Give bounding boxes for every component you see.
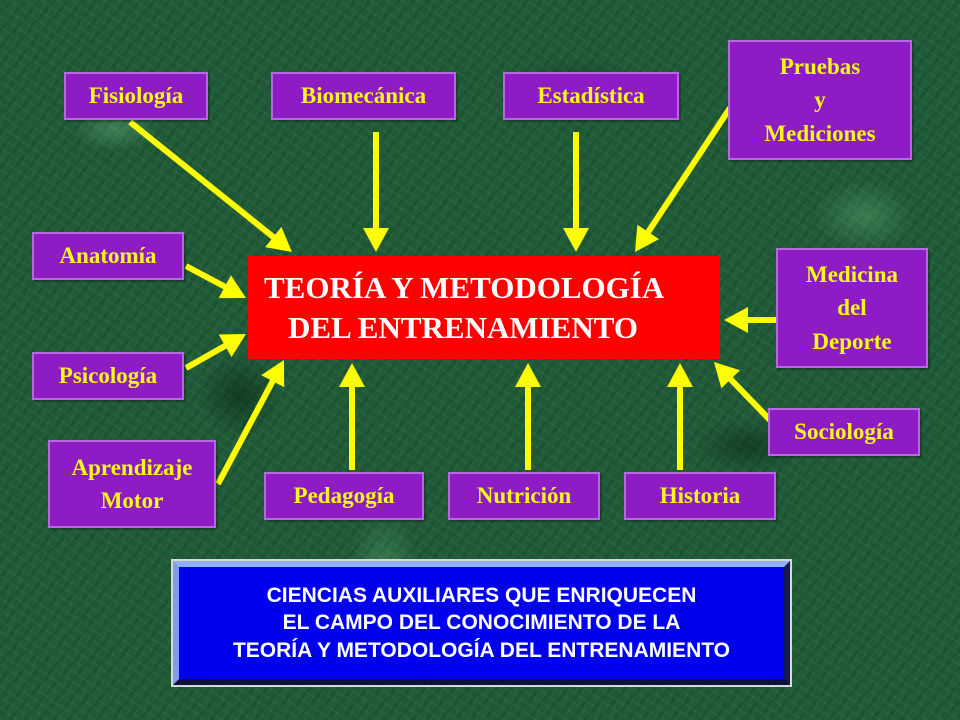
arrow-historia [667,363,693,470]
arrow-aprendizaje-head [261,360,285,388]
footer-caption-line-1: CIENCIAS AUXILIARES QUE ENRIQUECEN [266,584,697,608]
arrow-anatomia-head [218,275,246,299]
science-box-psicologia: Psicología [32,352,184,400]
science-label-mediciones: Mediciones [764,120,876,146]
footer-caption-box: CIENCIAS AUXILIARES QUE ENRIQUECEN EL CA… [173,561,790,685]
arrow-fisiologia [128,119,292,252]
science-box-sociologia: Sociología [768,408,920,456]
arrow-sociologia-shaft [727,375,773,423]
science-label-deporte: Deporte [812,328,892,354]
science-box-aprendizaje-motor: Aprendizaje Motor [48,440,216,528]
science-box-pedagogia: Pedagogía [264,472,424,520]
central-topic-box: TEORÍA Y METODOLOGÍA DEL ENTRENAMIENTO [248,256,720,359]
science-label-anatomia: Anatomía [59,243,157,269]
science-label-pruebas: Pruebas [779,53,861,79]
arrow-aprendizaje [215,360,285,486]
arrow-pedagogia-head [339,363,365,387]
science-label-sociologia: Sociología [794,419,894,445]
science-label-fisiologia: Fisiología [88,83,184,109]
arrow-biomecanica [363,132,389,252]
arrow-historia-head [667,363,693,387]
arrow-fisiologia-head [265,226,292,252]
arrow-aprendizaje-shaft [215,378,277,486]
science-box-biomecanica: Biomecánica [271,72,456,120]
arrow-pruebas [635,106,733,252]
arrow-estadistica [563,132,589,252]
footer-caption-line-2: EL CAMPO DEL CONOCIMIENTO DE LA [282,611,681,635]
arrow-psicologia [184,334,246,371]
science-label-aprendizaje: Aprendizaje [71,454,193,480]
science-label-del: del [837,295,867,321]
science-box-nutricion: Nutrición [448,472,600,520]
arrow-fisiologia-shaft [128,119,277,241]
science-box-anatomia: Anatomía [32,232,184,280]
arrow-medicina [724,307,776,333]
science-label-psicologia: Psicología [58,363,158,389]
arrow-estadistica-head [563,228,589,252]
science-label-y: y [814,87,826,113]
arrow-nutricion [515,363,541,470]
science-label-historia: Historia [659,483,741,509]
arrow-pedagogia [339,363,365,470]
science-label-biomecanica: Biomecánica [300,83,427,109]
arrow-pruebas-shaft [644,106,733,236]
arrow-pruebas-head [635,224,660,252]
science-label-nutricion: Nutrición [476,483,572,509]
science-box-fisiologia: Fisiología [64,72,208,120]
science-box-pruebas-mediciones: Pruebas y Mediciones [728,40,912,160]
footer-caption-line-3: TEORÍA Y METODOLOGÍA DEL ENTRENAMIENTO [232,638,731,662]
science-box-historia: Historia [624,472,776,520]
central-topic-line-2: DEL ENTRENAMIENTO [288,309,638,345]
science-label-motor: Motor [100,488,164,513]
science-label-estadistica: Estadística [537,83,645,109]
arrow-psicologia-shaft [184,342,229,371]
science-label-medicina: Medicina [806,261,898,287]
science-label-pedagogia: Pedagogía [293,483,395,509]
science-box-medicina-deporte: Medicina del Deporte [776,248,928,368]
arrow-anatomia-shaft [184,263,229,291]
arrow-biomecanica-head [363,228,389,252]
arrow-medicina-head [724,307,748,333]
arrow-nutricion-head [515,363,541,387]
arrow-psicologia-head [218,334,246,358]
science-box-estadistica: Estadística [503,72,679,120]
arrow-sociologia [714,362,773,423]
central-topic-line-1: TEORÍA Y METODOLOGÍA [264,270,665,305]
arrow-sociologia-head [714,362,741,389]
arrow-anatomia [184,263,246,299]
